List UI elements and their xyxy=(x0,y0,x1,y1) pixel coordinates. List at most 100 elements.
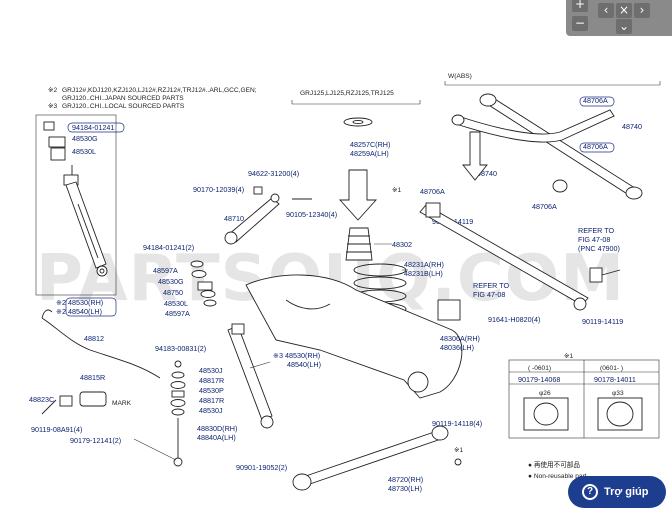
label-48706a-1: 48706A xyxy=(583,96,608,105)
label-48597a-1: 48597A xyxy=(153,266,178,275)
label-94184-01241: 94184-01241 xyxy=(72,123,114,132)
zoom-out-button[interactable]: − xyxy=(572,16,588,31)
label-94622: 94622-31200(4) xyxy=(248,169,299,178)
label-48530-rh-2: ※3 48530(RH) xyxy=(273,351,320,360)
spec-col-1-head: ( -0601) xyxy=(528,365,551,372)
upper-links xyxy=(451,93,643,200)
label-48823c: 48823C xyxy=(29,395,54,404)
label-91641: 91641-H0820(4) xyxy=(488,315,540,324)
shock-inset-box xyxy=(35,114,117,296)
label-48730: 48730(LH) xyxy=(388,484,422,493)
label-48597a-2: 48597A xyxy=(165,309,190,318)
label-48830d: 48830D(RH) xyxy=(197,424,237,433)
label-90901: 90901-19052(2) xyxy=(236,463,287,472)
legend-en: ● Non-reusable part xyxy=(528,473,587,480)
help-icon: ? xyxy=(582,484,598,500)
label-48720: 48720(RH) xyxy=(388,475,423,484)
label-90170: 90170-12039(4) xyxy=(193,185,244,194)
note-2-text: GRJ12#,KDJ120,KZJ120,LJ12#,RZJ12#,TRJ12#… xyxy=(62,87,257,94)
label-48530-rh-1: ※2 48530(RH) xyxy=(56,298,103,307)
nut-94622 xyxy=(253,186,263,195)
spec-box xyxy=(508,359,660,439)
spec-dia-2: φ33 xyxy=(612,390,624,397)
note-2-mark: ※2 xyxy=(48,87,58,94)
label-48817r-1: 48817R xyxy=(199,376,224,385)
refer-1-a: REFER TO xyxy=(578,226,614,235)
lower-arm xyxy=(292,425,449,491)
box-94184 xyxy=(67,122,125,133)
label-48530g: 48530G xyxy=(72,134,98,143)
viewer-controls: + − ‹ × › ⌄ xyxy=(566,0,672,36)
pan-left-button[interactable]: ‹ xyxy=(598,3,614,18)
label-94184-2: 94184-01241(2) xyxy=(143,243,194,252)
label-mark: MARK xyxy=(112,400,132,407)
spec-part-1: 90179-14068 xyxy=(518,375,560,384)
close-icon[interactable]: × xyxy=(616,3,632,18)
note-3-mark: ※3 xyxy=(48,103,58,110)
rear-shock xyxy=(227,323,274,429)
stabilizer-bar xyxy=(41,309,161,415)
label-48530l-2: 48530L xyxy=(164,299,188,308)
label-48530p: 48530P xyxy=(199,386,224,395)
label-48706a-2: 48706A xyxy=(583,142,608,151)
label-48257c: 48257C(RH) xyxy=(350,140,390,149)
label-90119-14118: 90119-14118(4) xyxy=(432,419,482,428)
label-48710: 48710 xyxy=(224,214,244,223)
spec-col-2-head: (0601- ) xyxy=(600,365,623,372)
label-48840a: 48840A(LH) xyxy=(197,433,236,442)
legend-jp: ● 再使用不可部品 xyxy=(528,460,580,469)
label-48706a-4: 48706A xyxy=(532,202,557,211)
models-bracket xyxy=(291,100,421,105)
models-note: GRJ125,LJ125,RZJ125,TRJ125 xyxy=(300,90,394,97)
label-48530l: 48530L xyxy=(72,147,96,156)
upper-arm xyxy=(224,193,280,245)
spec-dia-1: φ26 xyxy=(539,390,551,397)
label-48740-1: 48740 xyxy=(622,122,642,131)
help-button[interactable]: ? Trợ giúp xyxy=(568,476,666,508)
refer-2-b: FIG 47-08 xyxy=(473,290,505,299)
axle-housing xyxy=(245,274,463,399)
lateral-link xyxy=(419,202,589,311)
label-48231b: 48231B(LH) xyxy=(404,269,443,278)
label-48231a: 48231A(RH) xyxy=(404,260,444,269)
note-2-text2: GRJ120..CHI..JAPAN SOURCED PARTS xyxy=(62,95,184,102)
label-90119-08a91: 90119-08A91(4) xyxy=(31,425,82,434)
bump-bracket xyxy=(437,299,461,321)
w-abs-bracket xyxy=(444,81,661,86)
label-90105: 90105-12340(4) xyxy=(286,210,337,219)
label-48817r-2: 48817R xyxy=(199,396,224,405)
label-48540-lh-2: 48540(LH) xyxy=(287,360,321,369)
pan-down-button[interactable]: ⌄ xyxy=(616,19,632,34)
label-48815r: 48815R xyxy=(80,373,105,382)
label-94183: 94183-00831(2) xyxy=(155,344,206,353)
label-48540-lh-1: ※2 48540(LH) xyxy=(56,307,102,316)
mark-x1-upper: ※1 xyxy=(392,187,402,194)
box-48530-1 xyxy=(65,297,117,317)
label-48530j-1: 48530J xyxy=(199,366,223,375)
note-3-text: GRJ120..CHI..LOCAL SOURCED PARTS xyxy=(62,103,185,110)
zoom-in-button[interactable]: + xyxy=(572,0,588,12)
help-label: Trợ giúp xyxy=(604,486,649,498)
label-48530j-2: 48530J xyxy=(199,406,223,415)
spec-box-mark: ※1 xyxy=(564,353,574,360)
direction-arrow xyxy=(462,131,488,181)
link-stack xyxy=(170,360,186,467)
label-90119-14119b: 90119-14119 xyxy=(582,317,623,326)
refer-1-b: FIG 47-08 xyxy=(578,235,610,244)
label-48706a-3: 48706A xyxy=(420,187,445,196)
w-abs-note: W(ABS) xyxy=(448,73,472,80)
label-48036: 48036(LH) xyxy=(440,343,474,352)
label-48530g-2: 48530G xyxy=(158,277,184,286)
label-48740-2: 48740 xyxy=(477,169,497,178)
label-48812: 48812 xyxy=(84,334,104,343)
label-48306a: 48306A(RH) xyxy=(440,334,480,343)
label-90179: 90179-12141(2) xyxy=(70,436,121,445)
refer-2-a: REFER TO xyxy=(473,281,509,290)
mark-x1-lower: ※1 xyxy=(454,447,464,454)
abs-sensor xyxy=(589,267,621,283)
pan-right-button[interactable]: › xyxy=(634,3,650,18)
shock-absorber-inset xyxy=(43,121,108,277)
refer-1-c: (PNC 47900) xyxy=(578,244,620,253)
